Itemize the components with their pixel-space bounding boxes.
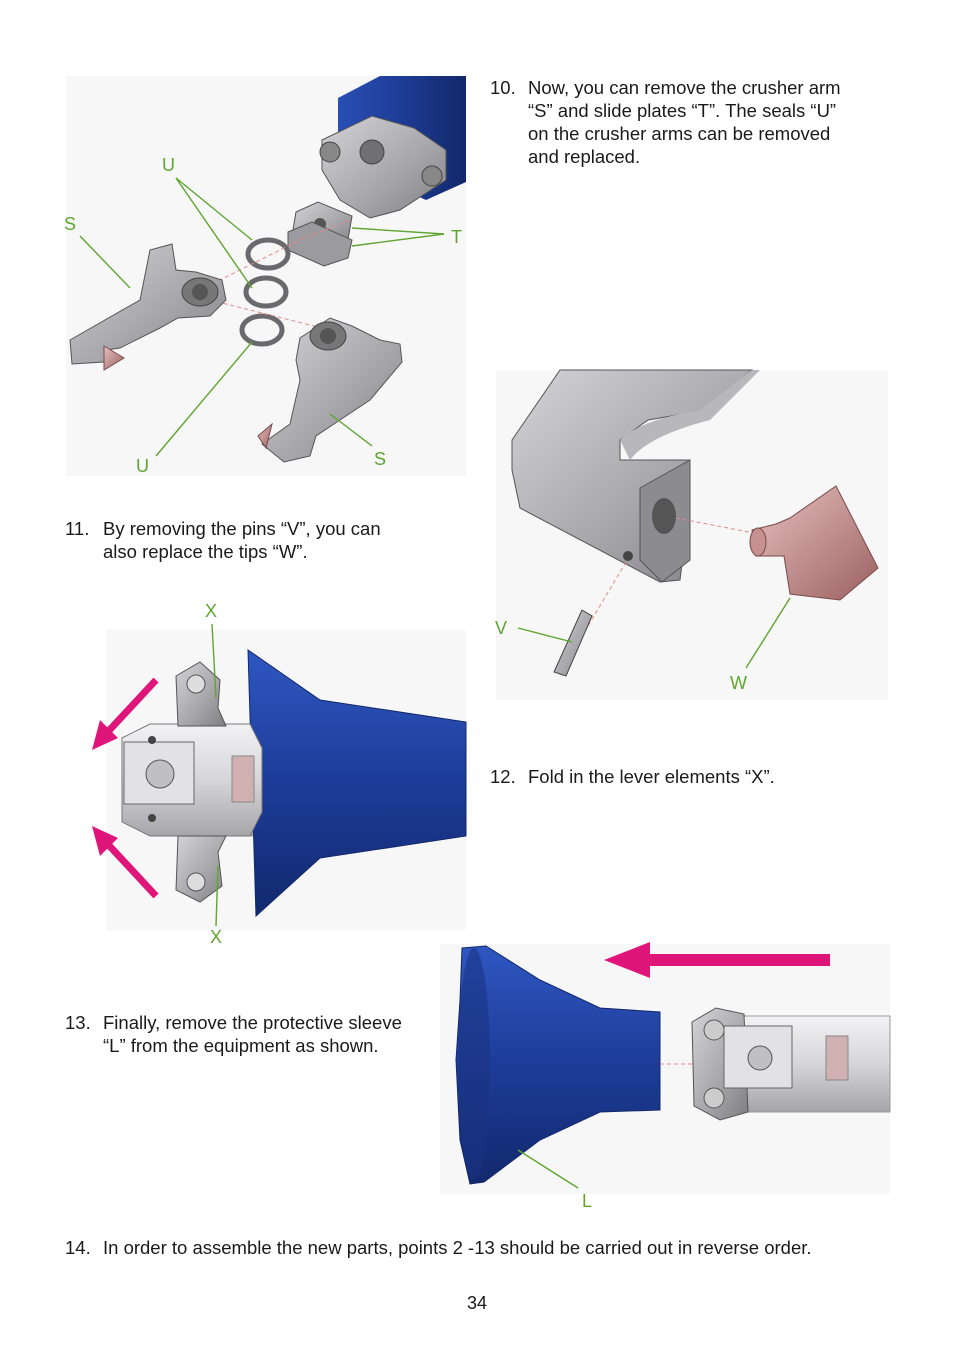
figure-4 (440, 942, 891, 1194)
seal-ring (243, 275, 289, 309)
crusher-tip (257, 422, 273, 450)
lever-element (175, 661, 227, 727)
leader-lines (517, 597, 791, 669)
arrow-icon (92, 826, 159, 899)
callout-v: V (495, 618, 508, 638)
step-line: By removing the pins “V”, you can (103, 518, 381, 539)
seal-ring (239, 313, 285, 347)
step-number: 12. (490, 766, 516, 787)
step-line: In order to assemble the new parts, poin… (103, 1237, 812, 1258)
leader-lines (79, 177, 445, 457)
crusher-tip (103, 345, 125, 371)
upper-bracket (321, 115, 447, 219)
callout-u-bottom: U (136, 456, 149, 476)
figure-1 (66, 76, 466, 476)
protective-sleeve-L (455, 945, 661, 1185)
step-line: also replace the tips “W”. (103, 541, 308, 562)
callout-x-bottom: X (210, 927, 223, 947)
step-number: 13. (65, 1012, 91, 1033)
step-line: Finally, remove the protective sleeve (103, 1012, 402, 1033)
crusher-arm-right (261, 317, 403, 463)
step-line: “S” and slide plates “T”. The seals “U” (528, 100, 837, 121)
step-line: and replaced. (528, 146, 641, 167)
page-number: 34 (466, 1293, 488, 1313)
retaining-pin (553, 609, 593, 677)
step-line: Fold in the lever elements “X”. (528, 766, 775, 787)
seal-ring (245, 237, 291, 271)
callout-u-top: U (162, 155, 175, 175)
leader-lines (517, 1149, 579, 1189)
step-line: Now, you can remove the crusher arm (528, 77, 841, 98)
callout-w: W (730, 673, 747, 693)
callout-s-right: S (374, 449, 387, 469)
callout-t: T (451, 227, 462, 247)
arrow-icon (604, 942, 830, 978)
figure-3 (92, 623, 467, 930)
step-number: 14. (65, 1237, 91, 1258)
figure-2 (496, 369, 888, 700)
callout-x-top: X (205, 601, 218, 621)
callout-l: L (582, 1191, 593, 1211)
arrow-icon (92, 677, 159, 750)
callout-s-left: S (64, 214, 77, 234)
replaceable-tip (751, 485, 879, 601)
step-line: on the crusher arms can be removed (528, 123, 831, 144)
protective-sleeve (247, 649, 467, 918)
step-number: 11. (65, 518, 90, 539)
step-line: “L” from the equipment as shown. (103, 1035, 379, 1056)
leader-lines (211, 623, 219, 927)
step-number: 10. (490, 77, 516, 98)
